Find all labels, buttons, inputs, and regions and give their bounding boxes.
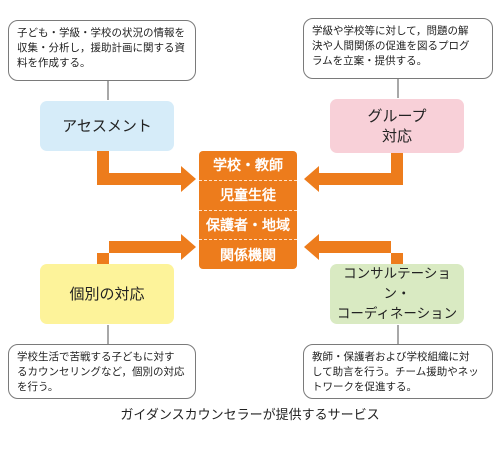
callout-consultation-description: 教師・保護者および学校組織に対 して助言を行う。チーム援助やネッ トワークを促進…: [303, 344, 493, 399]
assessment-box: アセスメント: [40, 101, 174, 151]
arrow-group: [304, 153, 403, 192]
center-item-related-organizations: 関係機関: [220, 247, 276, 264]
group-response-box: グループ 対応: [330, 99, 464, 153]
callout-individual-description: 学校生活で苦戦する子どもに対す るカウンセリングなど，個別の対応 を行う。: [8, 344, 196, 399]
center-item-parents-community: 保護者・地域: [199, 211, 297, 241]
arrow-assessment: [97, 151, 196, 192]
center-item-students: 児童生徒: [199, 181, 297, 211]
diagram-caption: ガイダンスカウンセラーが提供するサービス: [120, 408, 380, 423]
center-item-school-teacher: 学校・教師: [199, 151, 297, 181]
arrow-consultation: [304, 234, 403, 264]
consultation-coordination-box: コンサルテーション・ コーディネーション: [330, 264, 464, 324]
callout-group-description: 学級や学校等に対して，問題の解 決や人間関係の促進を図るプログ ラムを立案・提供…: [303, 18, 493, 79]
callout-assessment-description: 子ども・学級・学校の状況の情報を 収集・分析し，援助計画に関する資 料を作成する…: [8, 20, 196, 81]
individual-response-box: 個別の対応: [40, 264, 174, 324]
arrow-individual: [97, 234, 196, 264]
center-stakeholders-box: 学校・教師 児童生徒 保護者・地域 関係機関: [199, 151, 297, 269]
